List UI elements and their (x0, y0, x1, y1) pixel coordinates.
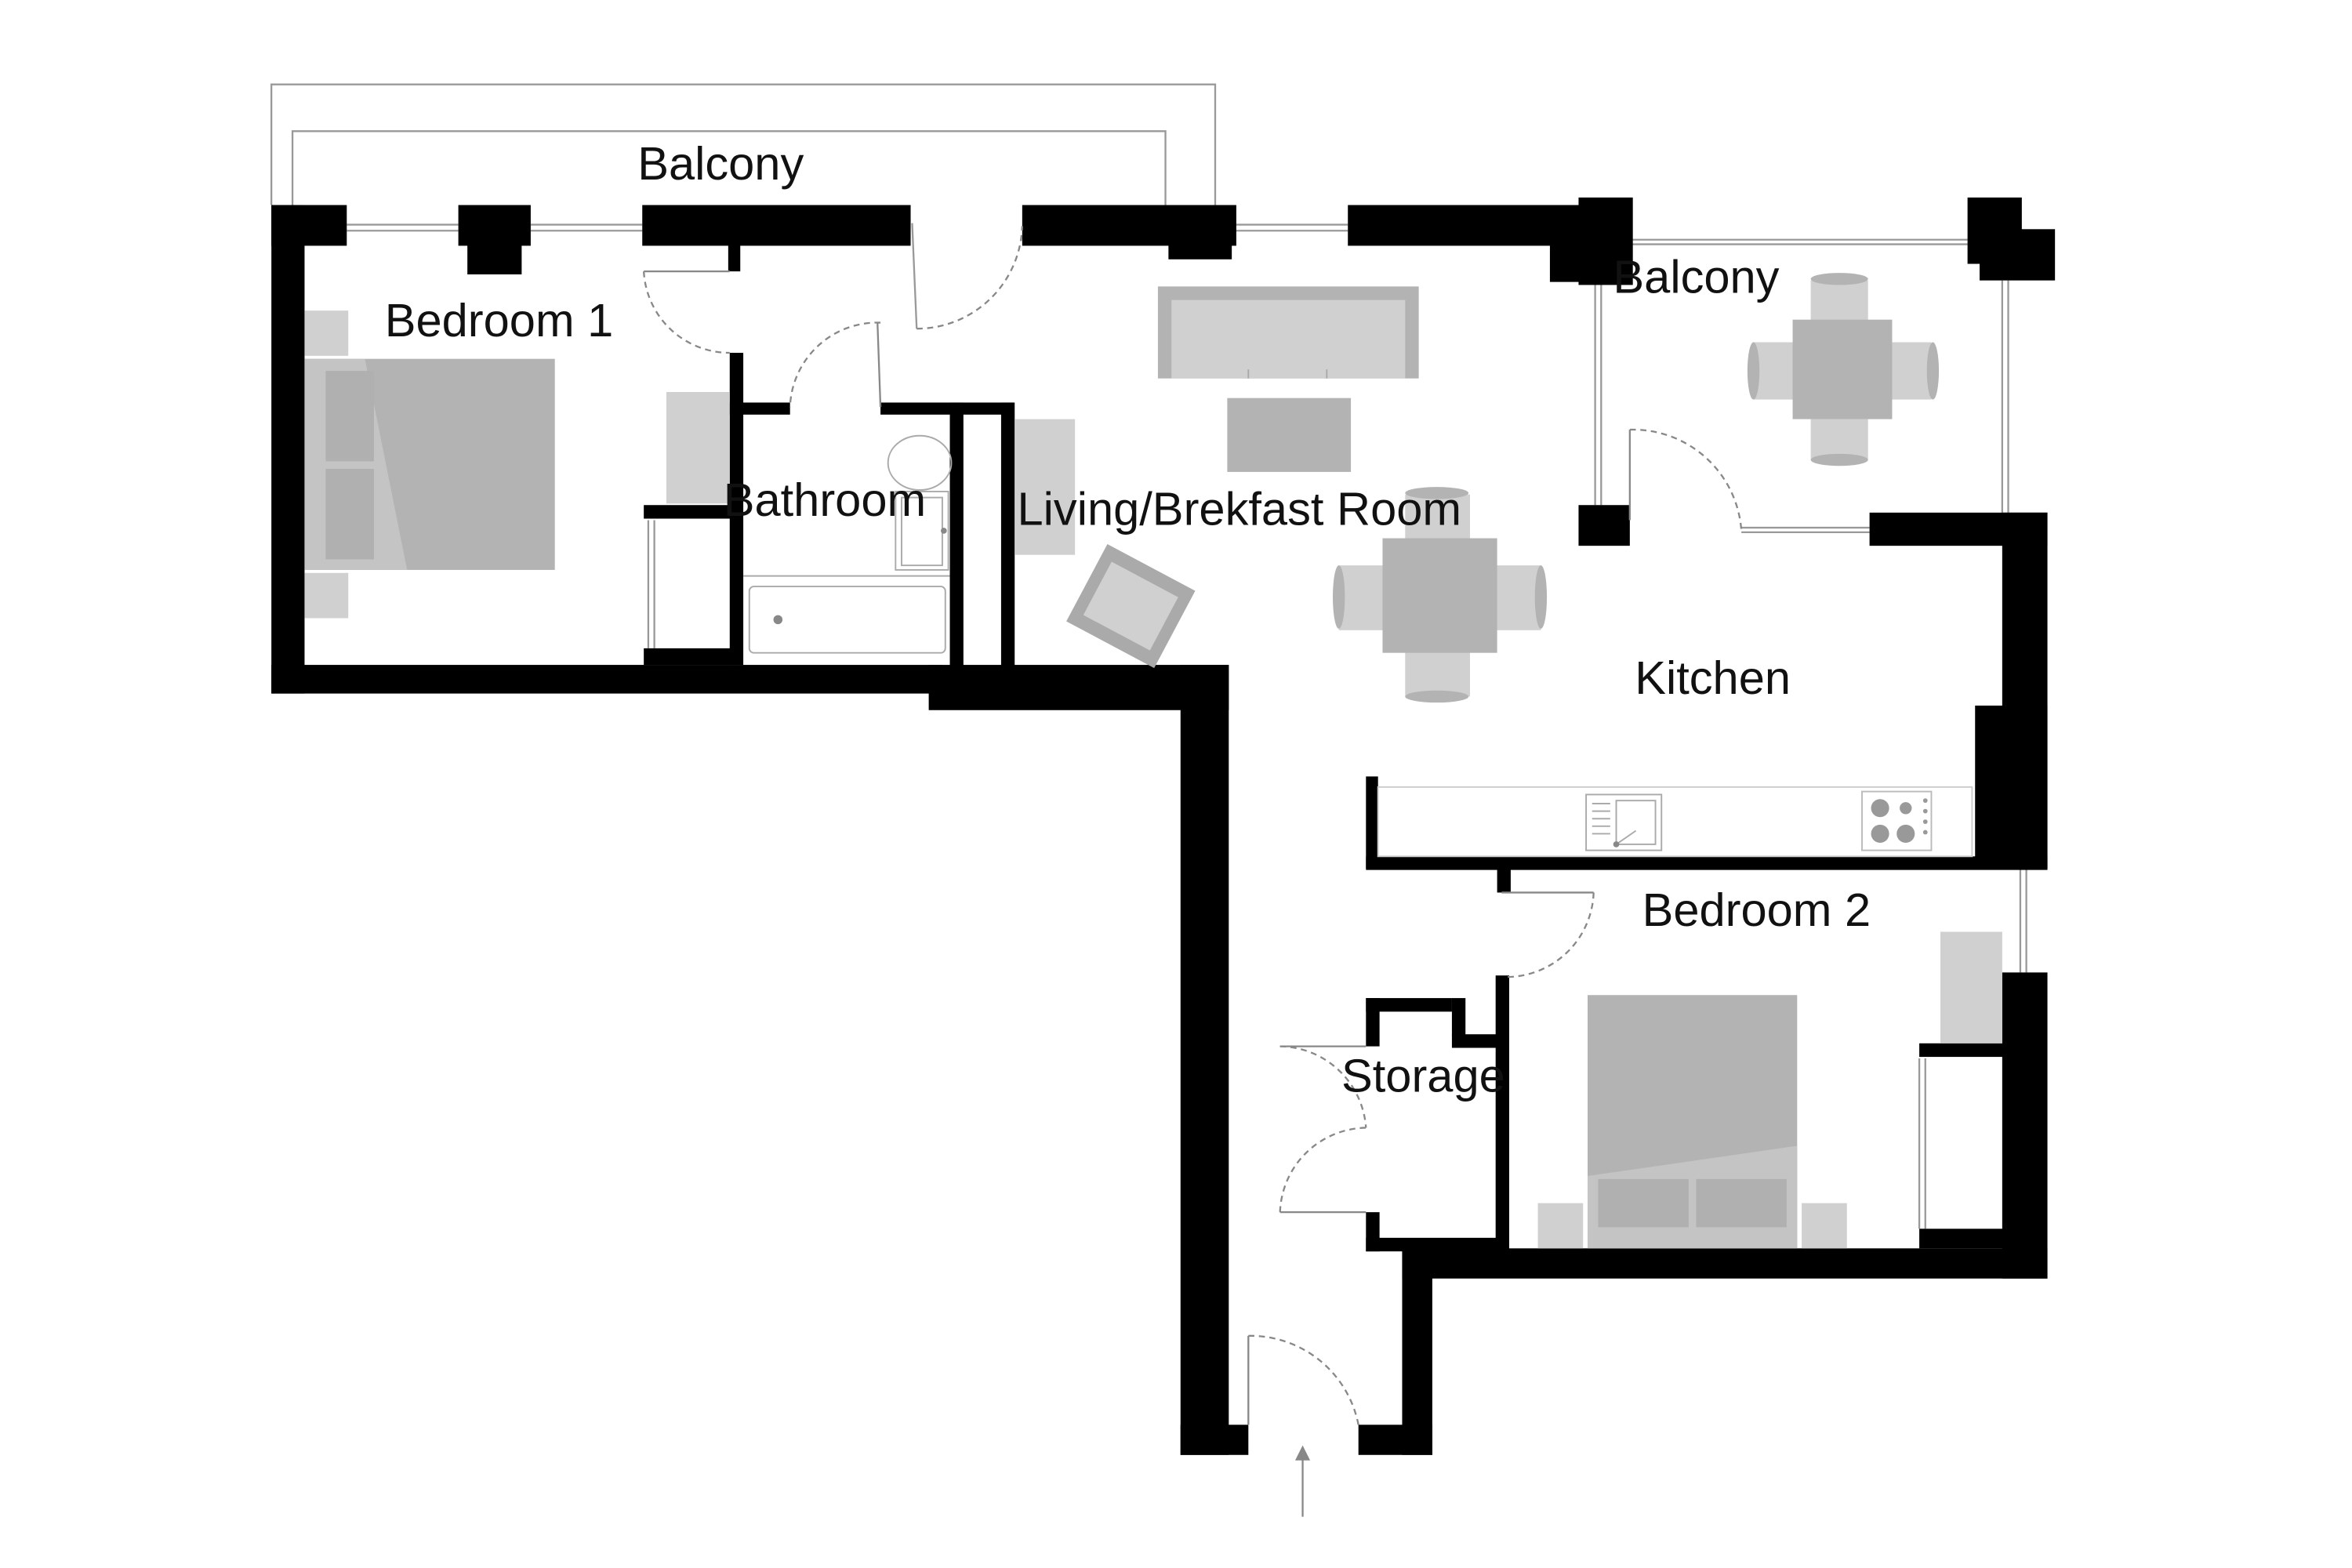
armchair (1066, 544, 1196, 669)
kitchen-counter (1377, 786, 1973, 858)
wall (1975, 706, 2048, 869)
wall (1180, 1425, 1249, 1455)
wall (729, 402, 790, 415)
balcony-table (1747, 273, 1940, 466)
label-living-breakfast-room: Living/Brekfast Room (1018, 483, 1462, 535)
toilet-cistern (895, 490, 949, 571)
wall (1402, 1248, 1432, 1455)
wall (1578, 505, 1630, 546)
label-balcony-north: Balcony (637, 137, 804, 190)
wall (1497, 868, 1511, 893)
label-bathroom: Bathroom (724, 474, 926, 526)
wall (1366, 776, 1378, 869)
bedroom-1-furniture (304, 310, 730, 619)
entrance-arrow-icon (1294, 1445, 1311, 1517)
hob (1861, 790, 1933, 851)
wall (642, 205, 911, 246)
walls (271, 197, 2056, 1455)
room-labels: Balcony Balcony Bedroom 1 Bathroom Livin… (385, 137, 1871, 1102)
balcony-railing-north (270, 83, 1217, 205)
pillow (1598, 1178, 1689, 1228)
wall (1919, 1229, 2010, 1249)
dining-table (1333, 487, 1548, 703)
windows (347, 223, 2027, 1229)
wall (1168, 226, 1232, 260)
label-bedroom-1: Bedroom 1 (385, 294, 614, 347)
sink (1585, 793, 1663, 851)
wall (1578, 197, 1633, 285)
wall (271, 205, 347, 246)
wall (949, 402, 964, 666)
coffee-table (1227, 397, 1352, 472)
desk (666, 392, 730, 504)
pillow (1696, 1178, 1787, 1228)
wall (1919, 1043, 2010, 1058)
wall (1980, 229, 2056, 281)
nightstand (1802, 1203, 1847, 1249)
bathtub (748, 586, 946, 654)
wall (271, 205, 305, 694)
bathroom-fixtures (743, 434, 953, 654)
toilet (887, 434, 953, 491)
nightstand (304, 572, 349, 619)
nightstand (304, 310, 349, 356)
bedroom-2-furniture (1537, 931, 2002, 1249)
wall (644, 648, 735, 666)
wall (1366, 1237, 1509, 1252)
label-balcony-east: Balcony (1613, 250, 1779, 303)
living-furniture (1014, 286, 1419, 669)
wall (880, 402, 1014, 415)
wall (728, 226, 741, 272)
wall (729, 353, 744, 666)
wall (928, 665, 1229, 710)
wall (1366, 856, 2048, 870)
wall (1000, 402, 1015, 666)
wall (1402, 1248, 2048, 1279)
wall (1451, 998, 1466, 1036)
pillow (325, 371, 374, 462)
wall (1451, 1034, 1509, 1048)
label-bedroom-2: Bedroom 2 (1642, 884, 1871, 936)
wall (2002, 972, 2048, 1279)
wall (1180, 665, 1229, 1455)
nightstand (1537, 1203, 1584, 1249)
label-kitchen: Kitchen (1635, 652, 1791, 704)
pillow (325, 469, 374, 560)
label-storage: Storage (1341, 1050, 1505, 1102)
desk (1940, 931, 2002, 1044)
door-swings (643, 226, 1743, 1425)
wall (467, 226, 522, 274)
sideboard (1014, 419, 1076, 555)
wall (271, 665, 942, 694)
wall (1366, 998, 1452, 1012)
wall (644, 505, 735, 519)
wall (1495, 975, 1509, 1252)
